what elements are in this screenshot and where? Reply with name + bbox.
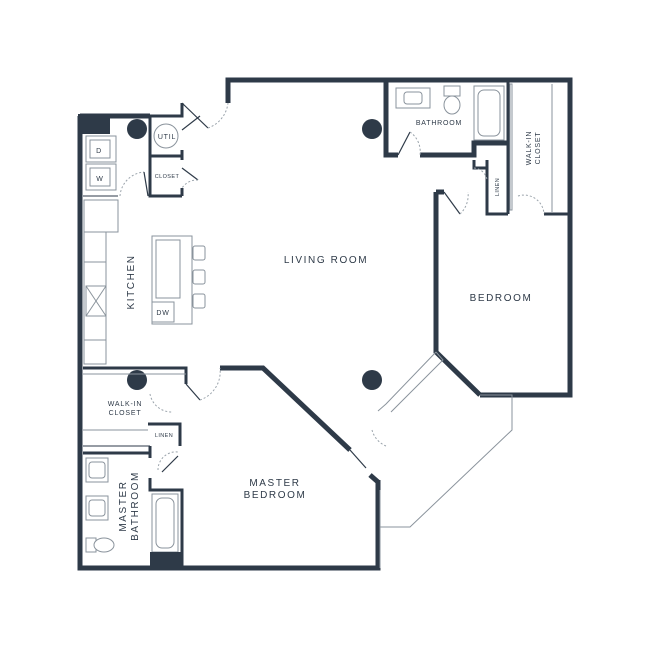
dishwasher-label: DW xyxy=(156,310,169,317)
label-kitchen: KITCHEN xyxy=(126,254,137,309)
bathroom-fixtures xyxy=(395,85,505,141)
laundry: D W xyxy=(85,135,117,191)
kitchen-island: DW xyxy=(151,235,206,325)
label-bathroom: BATHROOM xyxy=(416,120,462,127)
label-living-room: LIVING ROOM xyxy=(284,255,368,266)
label-linen-bottom: LINEN xyxy=(155,433,173,439)
toilet-bowl xyxy=(443,95,461,115)
dryer-label: D xyxy=(96,148,102,155)
label-walk-in-closet-left-1: WALK-IN xyxy=(108,401,143,408)
washer-label: W xyxy=(96,176,103,183)
label-walk-in-closet-left-2: CLOSET xyxy=(109,410,142,417)
label-master-bathroom-1: MASTER xyxy=(118,480,129,531)
label-walk-in-closet-right-1: WALK-IN xyxy=(526,131,533,166)
label-master-bedroom-1: MASTER xyxy=(249,478,300,489)
toilet-bowl-2 xyxy=(93,537,115,553)
corner-column xyxy=(78,114,110,134)
column-top-left xyxy=(127,119,147,139)
label-walk-in-closet-right-2: CLOSET xyxy=(535,132,542,165)
column-mid-left xyxy=(127,370,147,390)
column-top-right xyxy=(362,119,382,139)
kitchen-counters xyxy=(83,199,119,365)
label-linen-right: LINEN xyxy=(495,178,501,196)
toilet-tank xyxy=(443,85,461,97)
label-master-bedroom-2: BEDROOM xyxy=(244,490,307,501)
label-master-bathroom-2: BATHROOM xyxy=(130,471,141,541)
label-closet: CLOSET xyxy=(155,174,180,180)
dishwasher xyxy=(151,301,175,323)
balcony-outline xyxy=(377,351,513,568)
interior-walls xyxy=(83,80,570,568)
column-mid-right xyxy=(362,370,382,390)
stool-3 xyxy=(192,293,206,309)
island-sink xyxy=(155,239,181,299)
columns xyxy=(127,119,382,390)
master-bathroom-fixtures xyxy=(85,457,182,568)
stool-2 xyxy=(192,269,206,285)
doors xyxy=(119,102,545,473)
water-heater xyxy=(153,123,179,149)
label-bedroom: BEDROOM xyxy=(470,293,533,304)
stool-1 xyxy=(192,245,206,261)
label-util: UTIL xyxy=(158,134,176,141)
